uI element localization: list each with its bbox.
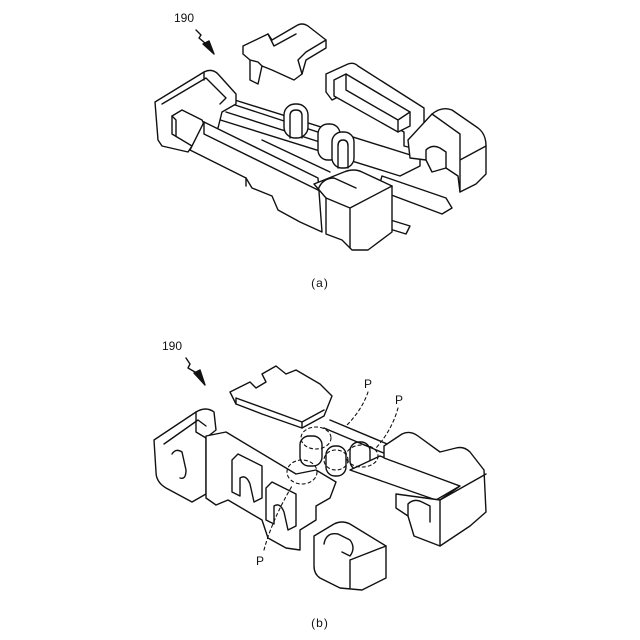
- region-label-p-3: P: [256, 554, 264, 568]
- connector-figure-b: [154, 358, 486, 590]
- cylinder-1: [284, 104, 308, 138]
- connector-figure-a: [155, 24, 486, 250]
- reference-numeral-a: 190: [174, 11, 194, 25]
- inner-rod-2: [326, 446, 346, 476]
- region-label-p-1: P: [364, 377, 372, 391]
- region-p-leader-1: [346, 392, 368, 426]
- figure-caption-b: (b): [311, 616, 329, 630]
- cylinder-3: [332, 132, 354, 168]
- reference-arrowhead-b: [194, 370, 205, 385]
- top-plate: [230, 366, 332, 428]
- figure-caption-a: (a): [311, 276, 329, 290]
- inner-rod-1: [300, 436, 322, 466]
- region-label-p-2: P: [395, 393, 403, 407]
- reference-arrowhead-a: [203, 41, 214, 54]
- reference-numeral-b: 190: [162, 339, 182, 353]
- top-clip: [243, 24, 326, 84]
- front-clip: [314, 170, 392, 250]
